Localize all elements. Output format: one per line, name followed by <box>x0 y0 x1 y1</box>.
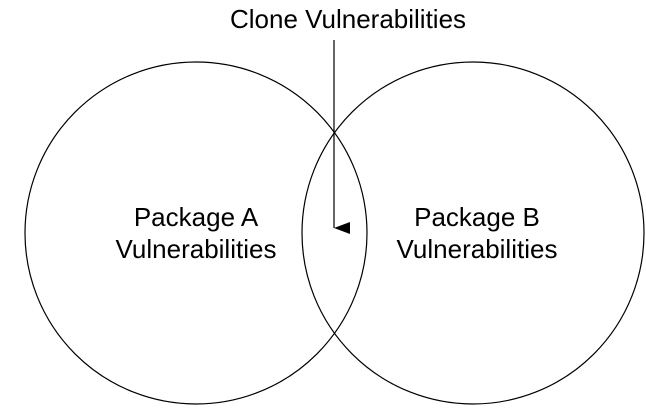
clone-vulnerabilities-label: Clone Vulnerabilities <box>230 4 466 34</box>
package-b-label-line2: Vulnerabilities <box>397 234 558 264</box>
package-b-label-line1: Package B <box>414 202 540 232</box>
package-a-label-line2: Vulnerabilities <box>116 234 277 264</box>
package-b-circle <box>301 61 645 405</box>
package-a-label-line1: Package A <box>134 202 259 232</box>
package-a-circle <box>24 61 368 405</box>
